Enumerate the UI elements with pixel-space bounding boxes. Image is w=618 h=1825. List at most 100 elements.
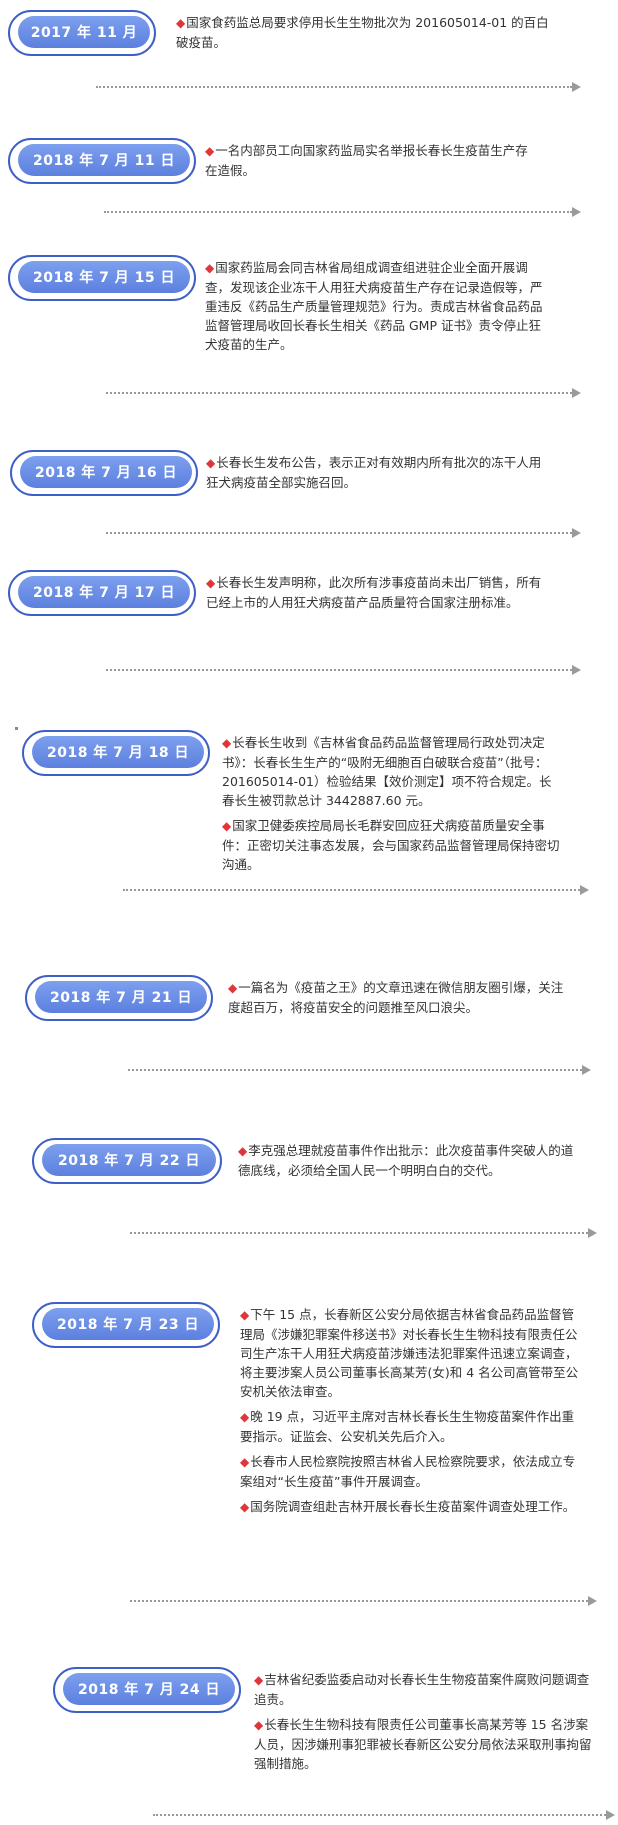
event-text: 国家卫健委疾控局局长毛群安回应狂犬病疫苗质量安全事件：正密切关注事态发展，会与国…: [222, 818, 560, 872]
event-list: ◆下午 15 点，长春新区公安分局依据吉林省食品药品监督管理局《涉嫌犯罪案件移送…: [240, 1305, 580, 1523]
date-badge-fill: 2018 年 7 月 17 日: [18, 576, 190, 608]
date-label: 2018 年 7 月 21 日: [49, 990, 193, 1006]
dotted-divider: [96, 86, 572, 88]
event-list: ◆一名内部员工向国家药监局实名举报长春长生疫苗生产存在造假。: [205, 141, 535, 186]
event-item: ◆长春长生生物科技有限责任公司董事长高某芳等 15 名涉案人员，因涉嫌刑事犯罪被…: [254, 1715, 592, 1773]
date-badge: 2018 年 7 月 15 日: [8, 255, 196, 301]
event-text: 长春长生收到《吉林省食品药品监督管理局行政处罚决定书》：长春长生生产的“吸附无细…: [222, 735, 552, 808]
date-badge-fill: 2017 年 11 月: [18, 16, 150, 48]
event-item: ◆下午 15 点，长春新区公安分局依据吉林省食品药品监督管理局《涉嫌犯罪案件移送…: [240, 1305, 580, 1401]
arrow-right-icon: [588, 1596, 597, 1606]
date-badge-fill: 2018 年 7 月 16 日: [20, 456, 192, 488]
date-badge: 2017 年 11 月: [8, 10, 156, 56]
event-text: 李克强总理就疫苗事件作出批示：此次疫苗事件突破人的道德底线，必须给全国人民一个明…: [238, 1143, 574, 1178]
arrow-right-icon: [582, 1065, 591, 1075]
arrow-right-icon: [572, 528, 581, 538]
arrow-right-icon: [580, 885, 589, 895]
diamond-bullet-icon: ◆: [228, 981, 238, 995]
date-label: 2018 年 7 月 24 日: [77, 1682, 221, 1698]
dotted-divider: [153, 1814, 606, 1816]
event-text: 吉林省纪委监委启动对长春长生生物疫苗案件腐败问题调查追责。: [254, 1672, 590, 1707]
event-list: ◆长春长生发声明称，此次所有涉事疫苗尚未出厂销售，所有已经上市的人用狂犬病疫苗产…: [206, 573, 544, 618]
diamond-bullet-icon: ◆: [206, 576, 216, 590]
diamond-bullet-icon: ◆: [240, 1455, 250, 1469]
event-text: 国务院调查组赴吉林开展长春长生疫苗案件调查处理工作。: [250, 1499, 576, 1514]
event-text: 国家食药监总局要求停用长生生物批次为 201605014-01 的百白破疫苗。: [176, 15, 549, 50]
diamond-bullet-icon: ◆: [238, 1144, 248, 1158]
dotted-divider: [106, 392, 572, 394]
date-badge: 2018 年 7 月 24 日: [53, 1667, 241, 1713]
event-text: 长春长生发布公告，表示正对有效期内所有批次的冻干人用狂犬病疫苗全部实施召回。: [206, 455, 542, 490]
date-badge: 2018 年 7 月 11 日: [8, 138, 196, 184]
event-list: ◆国家食药监总局要求停用长生生物批次为 201605014-01 的百白破疫苗。: [176, 13, 556, 58]
date-badge-fill: 2018 年 7 月 15 日: [18, 261, 190, 293]
arrow-right-icon: [606, 1810, 615, 1820]
corner-mark: [15, 727, 18, 730]
dotted-divider: [130, 1232, 588, 1234]
diamond-bullet-icon: ◆: [240, 1500, 250, 1514]
event-item: ◆一名内部员工向国家药监局实名举报长春长生疫苗生产存在造假。: [205, 141, 535, 180]
event-list: ◆一篇名为《疫苗之王》的文章迅速在微信朋友圈引爆，关注度超百万，将疫苗安全的问题…: [228, 978, 566, 1023]
event-list: ◆长春长生收到《吉林省食品药品监督管理局行政处罚决定书》：长春长生生产的“吸附无…: [222, 733, 560, 880]
event-item: ◆国家卫健委疾控局局长毛群安回应狂犬病疫苗质量安全事件：正密切关注事态发展，会与…: [222, 816, 560, 874]
date-badge-fill: 2018 年 7 月 23 日: [42, 1308, 214, 1340]
arrow-right-icon: [572, 82, 581, 92]
date-label: 2018 年 7 月 16 日: [34, 465, 178, 481]
event-list: ◆李克强总理就疫苗事件作出批示：此次疫苗事件突破人的道德底线，必须给全国人民一个…: [238, 1141, 578, 1186]
event-text: 一篇名为《疫苗之王》的文章迅速在微信朋友圈引爆，关注度超百万，将疫苗安全的问题推…: [228, 980, 564, 1015]
date-label: 2018 年 7 月 15 日: [32, 270, 176, 286]
date-badge: 2018 年 7 月 16 日: [10, 450, 198, 496]
event-text: 一名内部员工向国家药监局实名举报长春长生疫苗生产存在造假。: [205, 143, 528, 178]
date-badge-fill: 2018 年 7 月 11 日: [18, 144, 190, 176]
date-badge-fill: 2018 年 7 月 24 日: [63, 1673, 235, 1705]
event-list: ◆国家药监局会同吉林省局组成调查组进驻企业全面开展调查，发现该企业冻干人用狂犬病…: [205, 258, 543, 360]
date-badge-fill: 2018 年 7 月 18 日: [32, 736, 204, 768]
date-label: 2018 年 7 月 23 日: [56, 1317, 200, 1333]
diamond-bullet-icon: ◆: [205, 144, 215, 158]
date-badge-fill: 2018 年 7 月 22 日: [42, 1144, 216, 1176]
date-badge: 2018 年 7 月 22 日: [32, 1138, 222, 1184]
arrow-right-icon: [572, 388, 581, 398]
date-badge: 2018 年 7 月 21 日: [25, 975, 213, 1021]
date-label: 2017 年 11 月: [30, 25, 138, 41]
event-text: 下午 15 点，长春新区公安分局依据吉林省食品药品监督管理局《涉嫌犯罪案件移送书…: [240, 1307, 579, 1399]
dotted-divider: [128, 1069, 582, 1071]
date-badge-fill: 2018 年 7 月 21 日: [35, 981, 207, 1013]
date-label: 2018 年 7 月 22 日: [57, 1153, 201, 1169]
event-text: 国家药监局会同吉林省局组成调查组进驻企业全面开展调查，发现该企业冻干人用狂犬病疫…: [205, 260, 543, 352]
event-text: 晚 19 点，习近平主席对吉林长春长生生物疫苗案件作出重要指示。证监会、公安机关…: [240, 1409, 575, 1444]
date-badge: 2018 年 7 月 18 日: [22, 730, 210, 776]
diamond-bullet-icon: ◆: [240, 1308, 250, 1322]
event-text: 长春长生生物科技有限责任公司董事长高某芳等 15 名涉案人员，因涉嫌刑事犯罪被长…: [254, 1717, 592, 1771]
event-item: ◆一篇名为《疫苗之王》的文章迅速在微信朋友圈引爆，关注度超百万，将疫苗安全的问题…: [228, 978, 566, 1017]
diamond-bullet-icon: ◆: [222, 736, 232, 750]
event-item: ◆长春长生发声明称，此次所有涉事疫苗尚未出厂销售，所有已经上市的人用狂犬病疫苗产…: [206, 573, 544, 612]
diamond-bullet-icon: ◆: [205, 261, 215, 275]
date-label: 2018 年 7 月 11 日: [32, 153, 176, 169]
event-text: 长春长生发声明称，此次所有涉事疫苗尚未出厂销售，所有已经上市的人用狂犬病疫苗产品…: [206, 575, 542, 610]
dotted-divider: [106, 532, 572, 534]
event-item: ◆吉林省纪委监委启动对长春长生生物疫苗案件腐败问题调查追责。: [254, 1670, 592, 1709]
date-badge: 2018 年 7 月 17 日: [8, 570, 196, 616]
dotted-divider: [104, 211, 572, 213]
diamond-bullet-icon: ◆: [176, 16, 186, 30]
diamond-bullet-icon: ◆: [254, 1718, 264, 1732]
event-item: ◆长春长生收到《吉林省食品药品监督管理局行政处罚决定书》：长春长生生产的“吸附无…: [222, 733, 560, 810]
dotted-divider: [106, 669, 572, 671]
event-item: ◆国家药监局会同吉林省局组成调查组进驻企业全面开展调查，发现该企业冻干人用狂犬病…: [205, 258, 543, 354]
date-badge: 2018 年 7 月 23 日: [32, 1302, 220, 1348]
event-item: ◆长春市人民检察院按照吉林省人民检察院要求，依法成立专案组对“长生疫苗”事件开展…: [240, 1452, 580, 1491]
diamond-bullet-icon: ◆: [254, 1673, 264, 1687]
event-item: ◆晚 19 点，习近平主席对吉林长春长生生物疫苗案件作出重要指示。证监会、公安机…: [240, 1407, 580, 1446]
arrow-right-icon: [572, 665, 581, 675]
dotted-divider: [123, 889, 580, 891]
event-item: ◆李克强总理就疫苗事件作出批示：此次疫苗事件突破人的道德底线，必须给全国人民一个…: [238, 1141, 578, 1180]
date-label: 2018 年 7 月 18 日: [46, 745, 190, 761]
diamond-bullet-icon: ◆: [240, 1410, 250, 1424]
diamond-bullet-icon: ◆: [222, 819, 232, 833]
arrow-right-icon: [588, 1228, 597, 1238]
event-list: ◆长春长生发布公告，表示正对有效期内所有批次的冻干人用狂犬病疫苗全部实施召回。: [206, 453, 542, 498]
diamond-bullet-icon: ◆: [206, 456, 216, 470]
dotted-divider: [130, 1600, 588, 1602]
event-list: ◆吉林省纪委监委启动对长春长生生物疫苗案件腐败问题调查追责。◆长春长生生物科技有…: [254, 1670, 592, 1779]
